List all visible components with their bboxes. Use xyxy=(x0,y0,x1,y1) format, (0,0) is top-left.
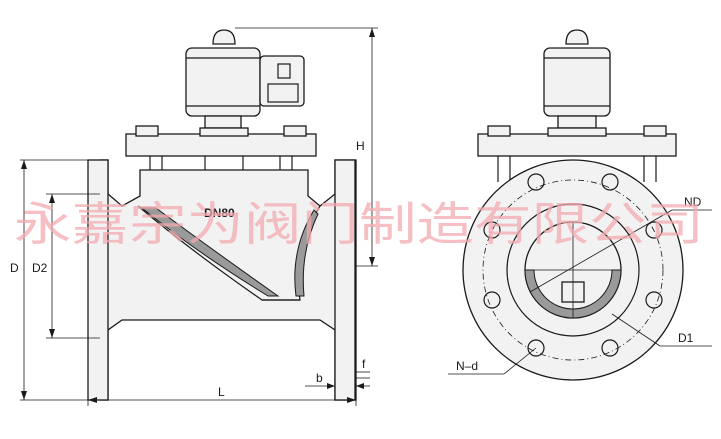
dimension-D: D xyxy=(10,159,88,401)
end-bonnet xyxy=(477,125,677,182)
bolt-holes xyxy=(483,173,663,357)
dimension-H: H xyxy=(235,27,378,267)
label-D2: D2 xyxy=(32,261,48,275)
body-marking: DN80 xyxy=(204,206,235,220)
label-ND: ND xyxy=(684,195,702,209)
label-f: f xyxy=(362,357,366,371)
label-H: H xyxy=(356,139,365,153)
valve-body: DN80 xyxy=(87,159,357,401)
label-N-d: N–d xyxy=(456,359,478,373)
dimension-L: L xyxy=(87,385,357,406)
end-view: ND D1 N–d xyxy=(448,29,712,381)
dimension-D2: D2 xyxy=(32,193,100,339)
label-D: D xyxy=(10,261,19,275)
end-flange xyxy=(462,159,684,381)
end-solenoid-coil xyxy=(543,29,611,129)
leader-ND: ND xyxy=(529,195,712,293)
side-view: DN80 D D2 H xyxy=(10,27,378,406)
dimension-b-f: b f xyxy=(305,357,370,389)
leader-N-d: N–d xyxy=(448,347,537,375)
leader-D1: D1 xyxy=(611,313,712,347)
watermark-text: 永嘉宗为阀门制造有限公司 xyxy=(14,197,704,251)
label-b: b xyxy=(316,371,323,385)
label-L: L xyxy=(218,385,225,399)
solenoid-coil xyxy=(185,29,305,129)
label-D1: D1 xyxy=(678,331,694,345)
